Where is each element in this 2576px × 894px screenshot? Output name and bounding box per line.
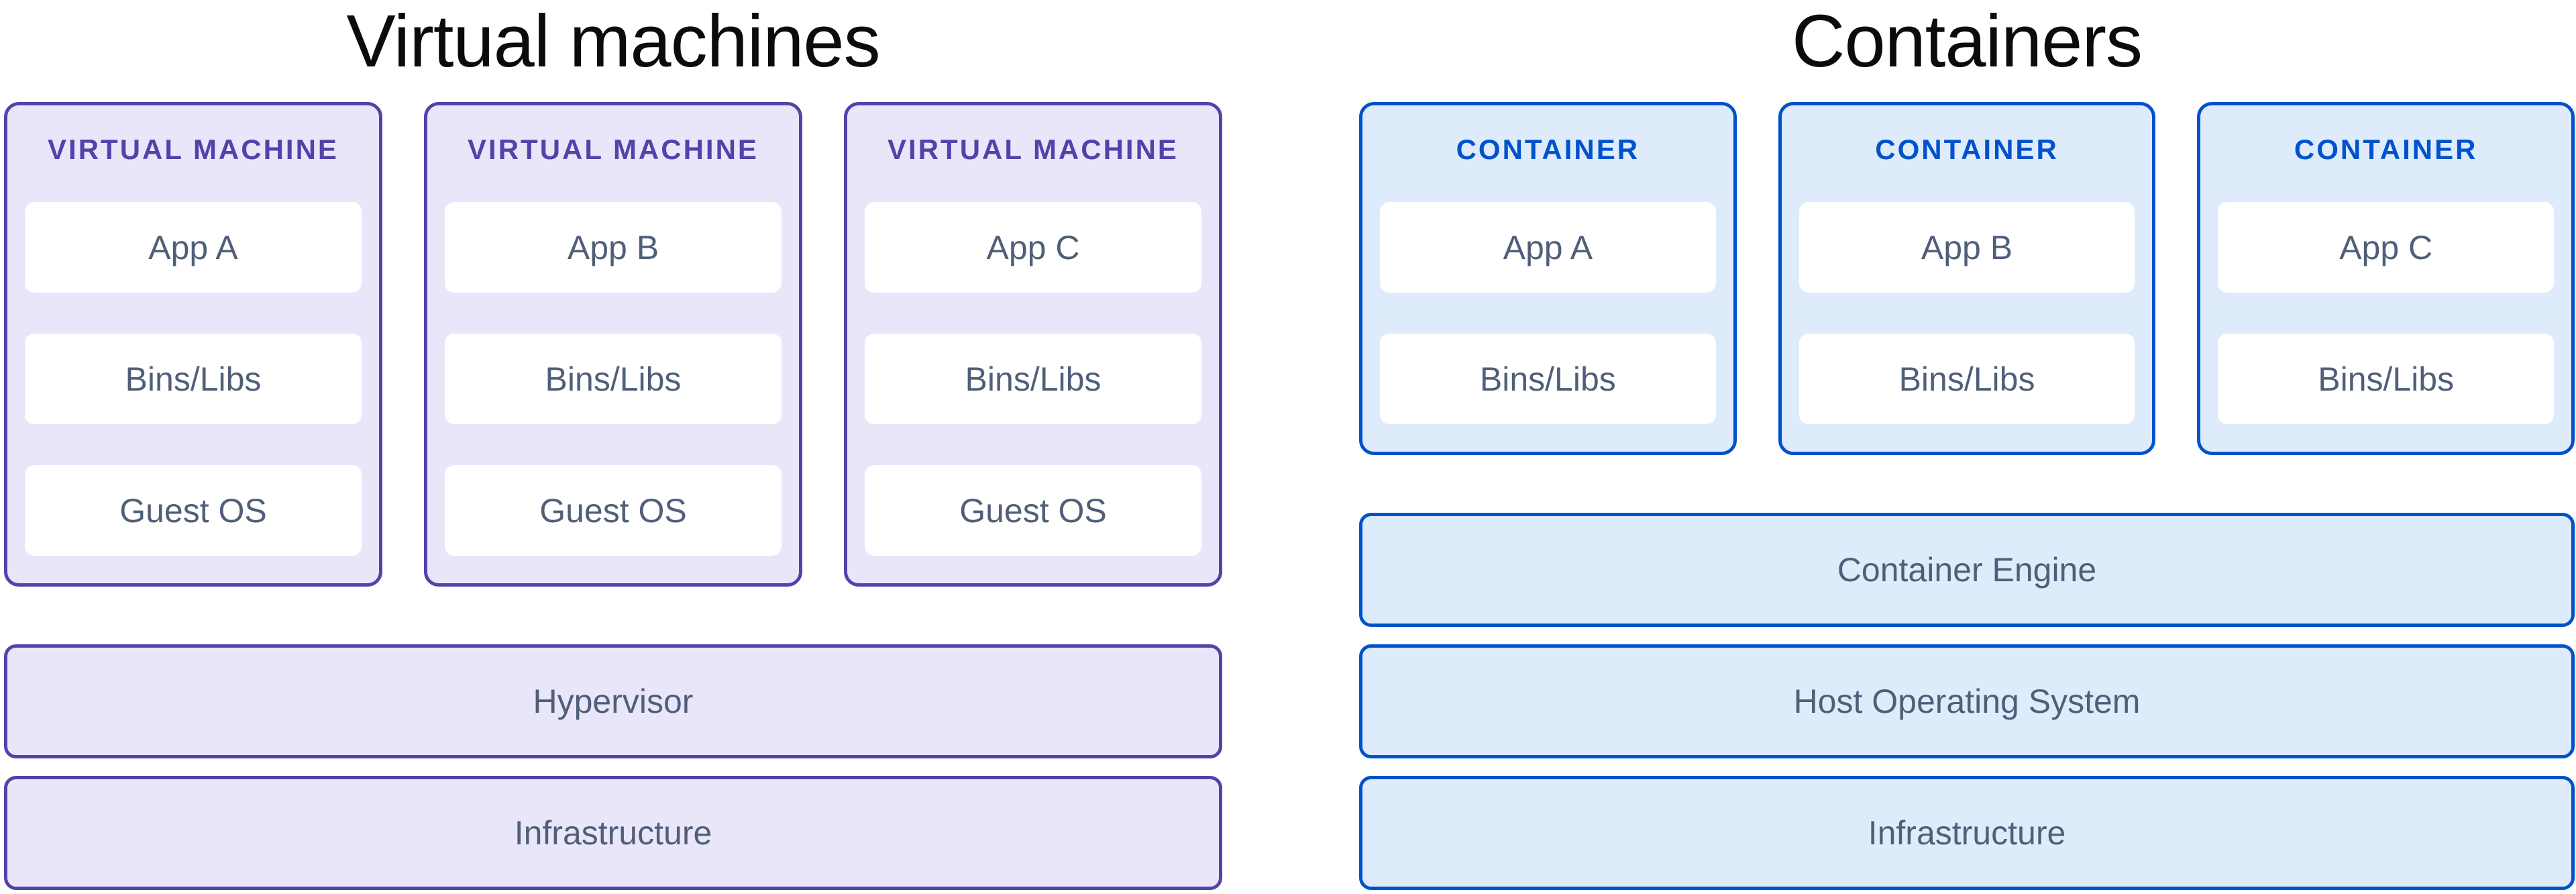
vm-card-3-header: VIRTUAL MACHINE bbox=[888, 134, 1179, 165]
vm-card-1-binslibs-box: Bins/Libs bbox=[25, 334, 362, 424]
container-card-3-app-box: App C bbox=[2218, 202, 2555, 293]
vm-card-2-binslibs-box: Bins/Libs bbox=[445, 334, 782, 424]
container-engine-bar: Container Engine bbox=[1359, 513, 2575, 627]
virtual-machines-section: Virtual machines VIRTUAL MACHINE App A B… bbox=[4, 0, 1222, 890]
vm-card-2-app-box: App B bbox=[445, 202, 782, 293]
container-card-1: CONTAINER App A Bins/Libs bbox=[1359, 102, 1737, 455]
hypervisor-bar: Hypervisor bbox=[4, 644, 1222, 758]
vm-card-3: VIRTUAL MACHINE App C Bins/Libs Guest OS bbox=[844, 102, 1222, 587]
container-card-2-header: CONTAINER bbox=[1875, 134, 2059, 165]
containers-section: Containers CONTAINER App A Bins/Libs CON… bbox=[1359, 0, 2575, 890]
vm-card-3-binslibs-box: Bins/Libs bbox=[865, 334, 1201, 424]
container-card-2-app-box: App B bbox=[1799, 202, 2135, 293]
container-infrastructure-bar: Infrastructure bbox=[1359, 776, 2575, 890]
virtual-machines-title: Virtual machines bbox=[346, 0, 880, 83]
vm-card-1-header: VIRTUAL MACHINE bbox=[48, 134, 339, 165]
container-card-1-binslibs-box: Bins/Libs bbox=[1380, 334, 1716, 424]
vm-card-3-guestos-box: Guest OS bbox=[865, 465, 1201, 556]
container-card-2: CONTAINER App B Bins/Libs bbox=[1778, 102, 2156, 455]
vm-card-2-header: VIRTUAL MACHINE bbox=[468, 134, 759, 165]
vm-card-2-guestos-box: Guest OS bbox=[445, 465, 782, 556]
container-cards-row: CONTAINER App A Bins/Libs CONTAINER App … bbox=[1359, 102, 2575, 455]
container-card-1-header: CONTAINER bbox=[1456, 134, 1640, 165]
host-operating-system-bar: Host Operating System bbox=[1359, 644, 2575, 758]
container-card-3-binslibs-box: Bins/Libs bbox=[2218, 334, 2555, 424]
vm-card-1: VIRTUAL MACHINE App A Bins/Libs Guest OS bbox=[4, 102, 382, 587]
container-card-3-header: CONTAINER bbox=[2294, 134, 2478, 165]
container-card-3: CONTAINER App C Bins/Libs bbox=[2197, 102, 2575, 455]
vm-card-3-app-box: App C bbox=[865, 202, 1201, 293]
vm-infrastructure-bar: Infrastructure bbox=[4, 776, 1222, 890]
vm-card-1-app-box: App A bbox=[25, 202, 362, 293]
vm-layer-bars: Hypervisor Infrastructure bbox=[4, 644, 1222, 890]
container-layer-bars: Container Engine Host Operating System I… bbox=[1359, 513, 2575, 890]
containers-title: Containers bbox=[1792, 0, 2143, 83]
vm-cards-row: VIRTUAL MACHINE App A Bins/Libs Guest OS… bbox=[4, 102, 1222, 587]
container-card-1-app-box: App A bbox=[1380, 202, 1716, 293]
vm-card-1-guestos-box: Guest OS bbox=[25, 465, 362, 556]
vm-card-2: VIRTUAL MACHINE App B Bins/Libs Guest OS bbox=[424, 102, 802, 587]
container-card-2-binslibs-box: Bins/Libs bbox=[1799, 334, 2135, 424]
